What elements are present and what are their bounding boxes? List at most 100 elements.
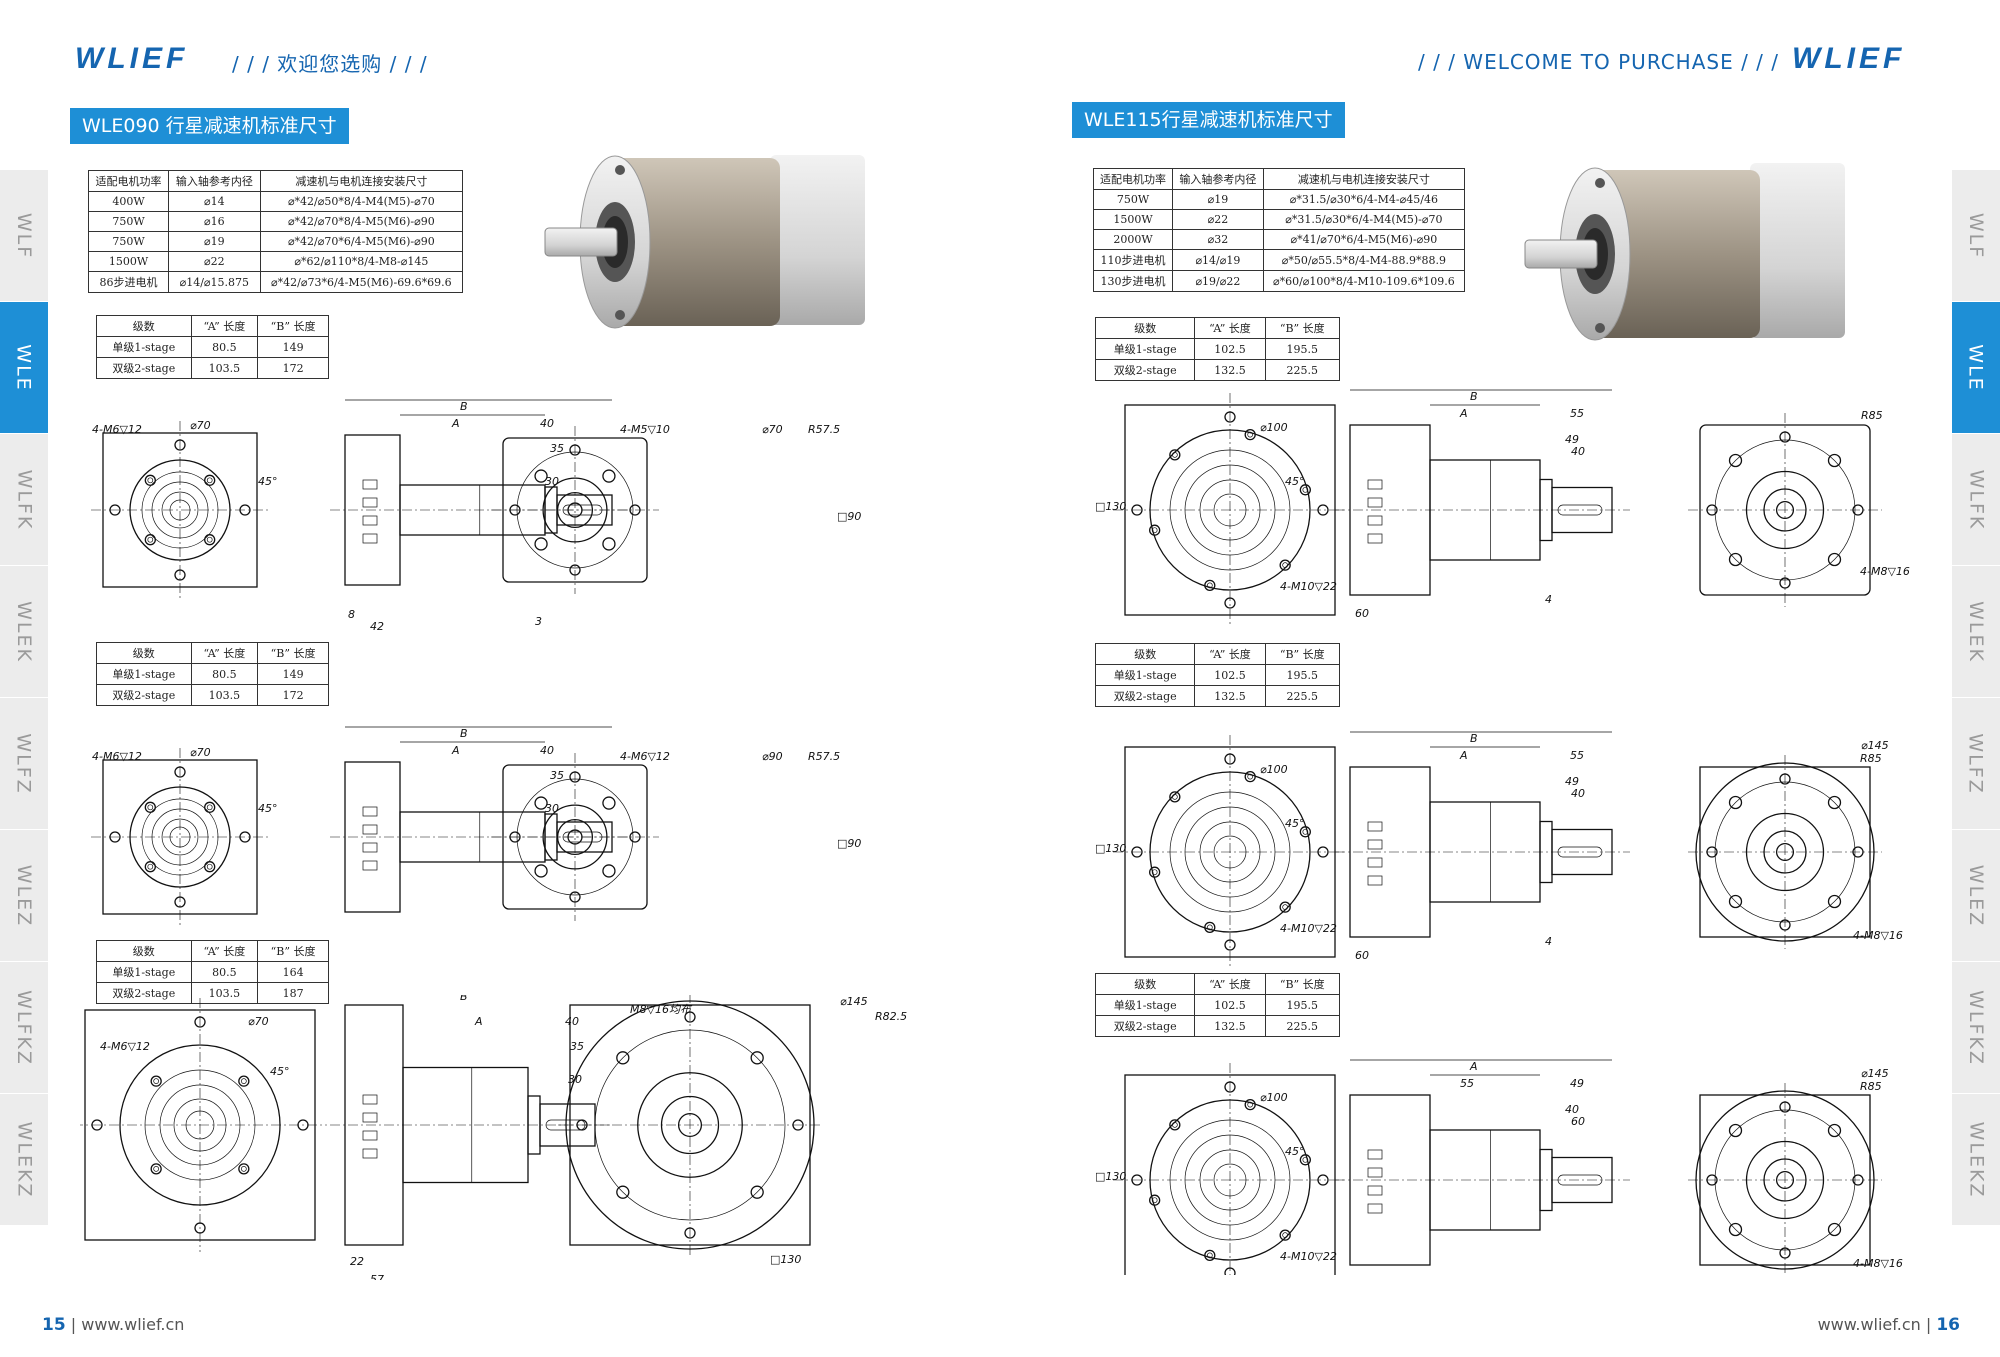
series-tab[interactable]: WLF [1952,170,2000,302]
bolt-hole [509,504,521,516]
ring [542,477,608,543]
bolt-hole [1224,1267,1236,1275]
bolt-hole [569,564,581,576]
dimension-label: R82.5 [875,1010,907,1023]
series-tab[interactable]: WLEK [0,566,48,698]
series-tab[interactable]: WLF [0,170,48,302]
ring [516,451,634,569]
bolt-hole [1204,1249,1216,1261]
bolt-hole [534,796,548,810]
bolt-hole [1282,904,1289,911]
bolt-hole [240,1165,247,1172]
dimension-label: 40 [540,744,554,757]
dimension-label: 8 [348,608,355,621]
brand-logo-left: WLIEF [75,42,189,75]
series-tab[interactable]: WLFK [0,434,48,566]
series-tab[interactable]: WLFK [1952,434,2000,566]
website-url[interactable]: www.wlief.cn [81,1315,185,1334]
ring [637,1072,743,1178]
table-cell: 单级1-stage [1094,994,1196,1016]
port-detail [362,479,378,490]
table-cell: ⌀*42/⌀70*8/4-M5(M6)-⌀90 [259,211,464,232]
port-detail [1367,515,1383,526]
table-cell: 750W [1092,189,1174,210]
bolt-hole [1779,577,1791,589]
bolt-hole [204,861,216,873]
port-detail [1367,1185,1383,1196]
dimension-label: B [460,400,468,413]
table-header-row: 级数“A” 长度“B” 长度 [96,940,329,962]
port-detail [362,824,378,835]
dimension-label: 22 [350,1255,364,1268]
website-url[interactable]: www.wlief.cn [1817,1315,1921,1334]
table-cell: 单级1-stage [1094,664,1196,686]
column-header: “B” 长度 [257,315,329,337]
series-tab[interactable]: WLFKZ [1952,962,2000,1094]
port-detail [1367,875,1383,886]
bolt-hole [194,1222,206,1234]
series-tab[interactable]: WLEKZ [1952,1094,2000,1226]
table-cell: 86步进电机 [88,271,169,293]
bolt-hole [1299,826,1311,838]
column-header: “B” 长度 [1264,317,1341,339]
dimension-label: 35 [550,442,564,455]
bolt-hole [1728,1222,1743,1237]
dimension-label: 8 [348,935,355,937]
bolt-hole [109,504,121,516]
tab-label: WLEK [1965,600,1987,663]
section-title-left: WLE090 行星减速机标准尺寸 [70,108,349,144]
series-tab[interactable]: WLE [0,302,48,434]
column-header: 级数 [96,940,192,962]
ring [1213,493,1247,527]
dimension-label: 45° [258,475,278,488]
column-header: “A” 长度 [190,940,259,962]
series-tab[interactable]: WLE [1952,302,2000,434]
series-tab[interactable]: WLFZ [0,698,48,830]
table-cell: 164 [257,961,329,983]
bolt-hole [239,831,251,843]
table-header-row: 级数“A” 长度“B” 长度 [1094,317,1341,339]
series-tab[interactable]: WLFKZ [0,962,48,1094]
dimension-label: A [451,417,460,430]
welcome-text-left: / / / 欢迎您选购 / / / [232,52,428,76]
ring [119,1044,281,1206]
table-cell: 103.5 [190,982,259,1004]
series-tab[interactable]: WLEZ [0,830,48,962]
table-cell: 750W [88,211,169,232]
series-tab[interactable]: WLFZ [1952,698,2000,830]
table-cell: 132.5 [1194,1015,1266,1037]
series-tab[interactable]: WLEZ [1952,830,2000,962]
ring [1745,1140,1825,1220]
bore [677,1112,703,1138]
bolt-hole [1728,894,1743,909]
bolt-hole [1206,924,1213,931]
bolt-hole [616,1185,630,1199]
series-tab[interactable]: WLEKZ [0,1094,48,1226]
dimension-label: 45° [1285,817,1305,830]
table-cell: 80.5 [190,336,259,358]
table-cell: 双级2-stage [96,357,192,379]
dimension-label: 4-M6▽12 [620,750,670,763]
end-square [502,764,648,910]
bolt-hole [1151,1197,1158,1204]
port-detail [1367,1149,1383,1160]
ring [1149,429,1311,591]
port-detail [362,860,378,871]
ring [1184,464,1276,556]
dimension-label: 45° [1285,475,1305,488]
bolt-hole [509,831,521,843]
dimension-label: 60 [1355,607,1369,620]
ring [1763,488,1807,532]
bolt-hole [1282,1232,1289,1239]
table-cell: 750W [88,231,169,252]
dimension-label: ⌀145 [1861,1067,1889,1080]
bore [1775,1170,1795,1190]
ring [1184,1134,1276,1226]
tab-label: WLFKZ [1965,989,1987,1066]
series-tab[interactable]: WLEK [1952,566,2000,698]
